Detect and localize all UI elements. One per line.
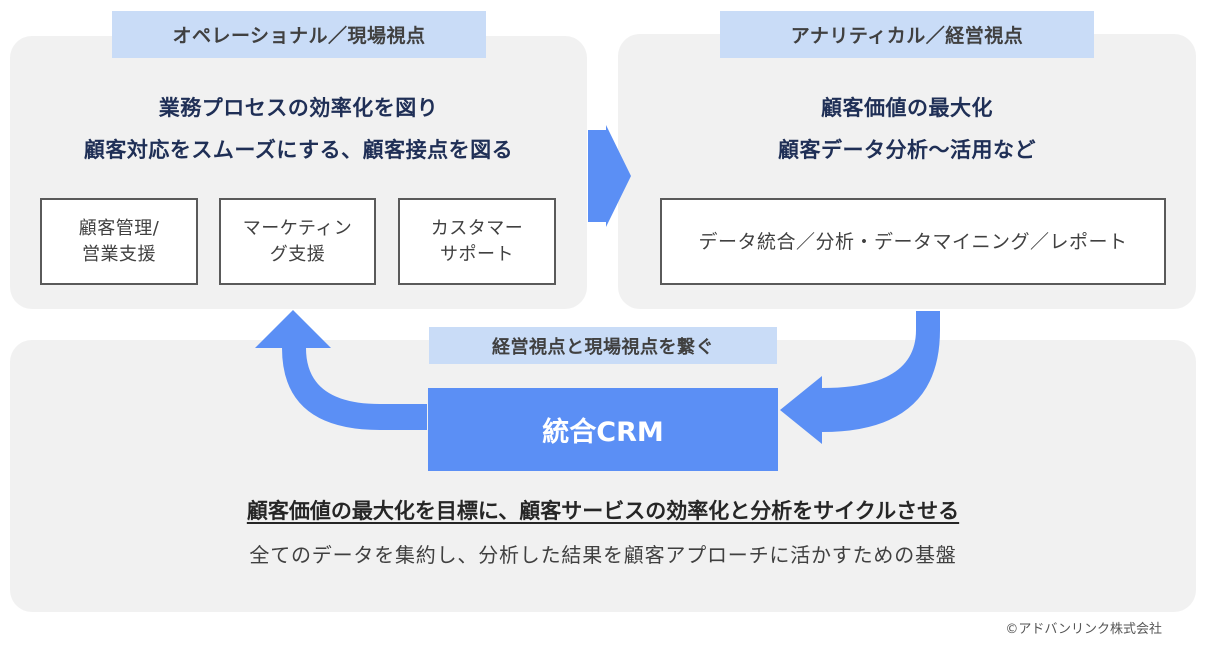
- box-line: 顧客管理/: [78, 217, 160, 239]
- analytical-heading-line2: 顧客データ分析～活用など: [778, 138, 1036, 162]
- analytical-tag: アナリティカル／経営視点: [720, 11, 1094, 58]
- curve-arrow-left-icon: [255, 310, 427, 430]
- analytical-heading: 顧客価値の最大化 顧客データ分析～活用など: [618, 87, 1196, 171]
- operational-heading-line1: 業務プロセスの効率化を図り: [158, 96, 439, 120]
- right-arrow-icon: [588, 125, 631, 227]
- operational-heading: 業務プロセスの効率化を図り 顧客対応をスムーズにする、顧客接点を図る: [10, 87, 587, 171]
- crm-panel: [10, 340, 1196, 612]
- box-customer-management: 顧客管理/ 営業支援: [40, 198, 198, 285]
- box-marketing-support: マーケティン グ支援: [219, 198, 376, 285]
- box-line: サポート: [440, 243, 514, 265]
- crm-title: 顧客価値の最大化を目標に、顧客サービスの効率化と分析をサイクルさせる: [10, 495, 1196, 525]
- box-line: グ支援: [269, 243, 326, 265]
- crm-subtitle: 全てのデータを集約し、分析した結果を顧客アプローチに活かすための基盤: [249, 543, 957, 567]
- curve-arrow-right-icon: [780, 311, 940, 444]
- box-line: 営業支援: [81, 243, 156, 265]
- box-customer-support: カスタマー サポート: [398, 198, 556, 285]
- operational-tag: オペレーショナル／現場視点: [112, 11, 486, 58]
- box-line: マーケティン: [242, 217, 353, 239]
- crm-title-text: 顧客価値の最大化を目標に、顧客サービスの効率化と分析をサイクルさせる: [246, 499, 960, 523]
- crm-tag: 経営視点と現場視点を繋ぐ: [429, 327, 777, 364]
- box-data-analysis: データ統合／分析・データマイニング／レポート: [660, 198, 1166, 285]
- box-line: カスタマー: [430, 217, 524, 239]
- copyright: ©アドバンリンク株式会社: [1005, 622, 1162, 637]
- analytical-heading-line1: 顧客価値の最大化: [821, 96, 993, 120]
- crm-box: 統合CRM: [428, 388, 778, 471]
- operational-heading-line2: 顧客対応をスムーズにする、顧客接点を図る: [83, 138, 514, 162]
